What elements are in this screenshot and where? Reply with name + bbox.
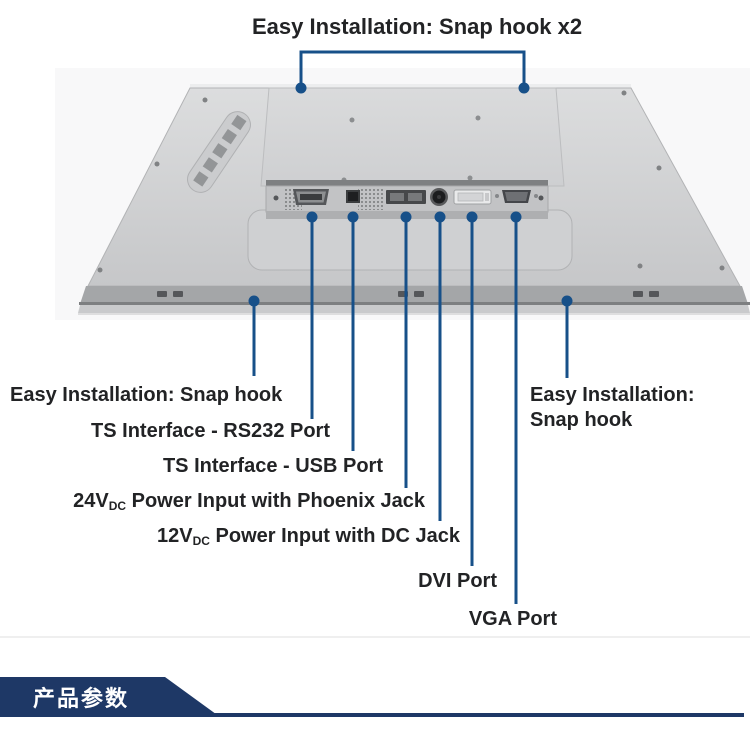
label-text: 24V <box>73 490 109 512</box>
top-annotation-label: Easy Installation: Snap hook x2 <box>252 14 583 39</box>
callout-usb <box>347 211 359 451</box>
callout-label-dvi: DVI Port <box>418 570 497 592</box>
device-diagram <box>78 50 750 604</box>
callout-label-snap-right: Easy Installation: Snap hook <box>530 383 695 433</box>
callout-label-24v-power: 24VDC Power Input with Phoenix Jack <box>73 489 425 518</box>
section-divider <box>0 636 750 638</box>
callout-snap-left <box>248 295 260 376</box>
section-banner: 产品参数 <box>0 677 220 717</box>
callout-label-snap-left: Easy Installation: Snap hook <box>10 384 283 406</box>
callout-snap-right <box>561 295 573 378</box>
label-text: Power Input with DC Jack <box>209 525 461 547</box>
snap-right-line2: Snap hook <box>530 409 633 431</box>
label-subscript: DC <box>108 499 127 513</box>
callout-dc-jack <box>434 211 446 521</box>
label-text: 12V <box>157 525 193 547</box>
callout-phoenix <box>400 211 412 488</box>
rs232-port <box>293 189 329 205</box>
callout-label-12v-power: 12VDC Power Input with DC Jack <box>157 524 460 553</box>
snap-right-line1: Easy Installation: <box>530 384 695 406</box>
callout-dvi <box>466 211 478 566</box>
device-rear-panel <box>78 84 750 315</box>
callout-label-usb: TS Interface - USB Port <box>162 455 383 477</box>
callout-vga <box>510 211 522 604</box>
callout-rs232 <box>306 211 318 419</box>
dvi-port <box>453 189 492 205</box>
snap-hook-top-right-dot <box>518 82 530 94</box>
callout-lines <box>248 211 573 604</box>
front-bezel-edge <box>78 286 750 315</box>
vent-slot <box>187 111 251 193</box>
snap-hook-bracket <box>295 50 530 94</box>
section-banner-label: 产品参数 <box>33 686 130 711</box>
phoenix-jack <box>386 190 426 204</box>
callout-label-vga: VGA Port <box>468 608 557 630</box>
dc-jack <box>430 188 448 206</box>
callout-label-rs232: TS Interface - RS232 Port <box>91 420 330 442</box>
snap-hook-top-left-dot <box>295 82 307 94</box>
label-text: Power Input with Phoenix Jack <box>126 490 425 512</box>
vga-port <box>495 190 538 203</box>
label-subscript: DC <box>192 534 210 548</box>
mount-plate <box>260 87 565 187</box>
section-banner-rule <box>0 713 744 717</box>
usb-port <box>346 190 360 203</box>
